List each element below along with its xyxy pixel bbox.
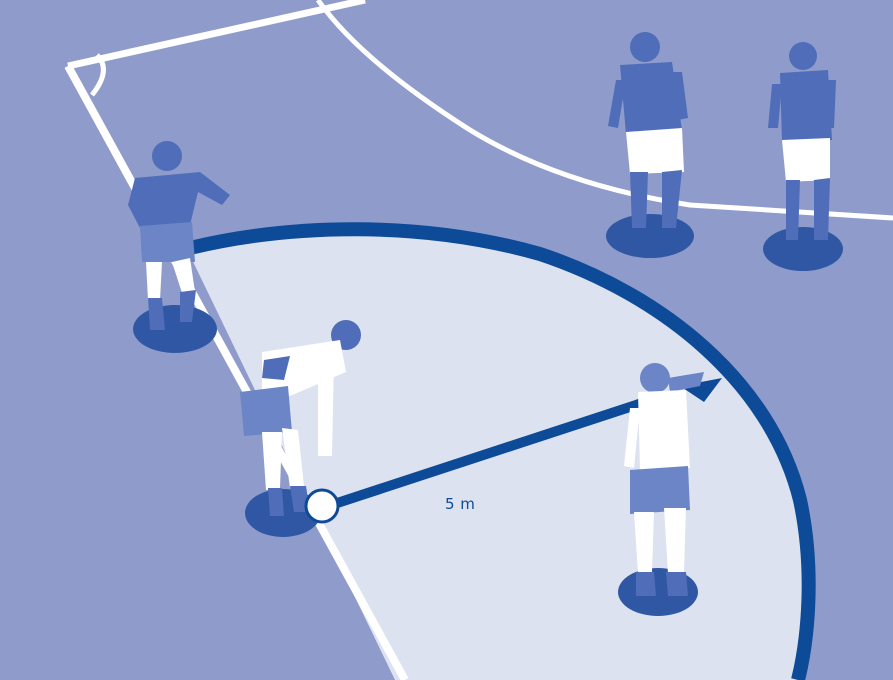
- distance-label: 5 m: [445, 497, 475, 512]
- player-shadow: [133, 305, 217, 353]
- player-shadow: [606, 214, 694, 258]
- player-shadow: [763, 227, 843, 271]
